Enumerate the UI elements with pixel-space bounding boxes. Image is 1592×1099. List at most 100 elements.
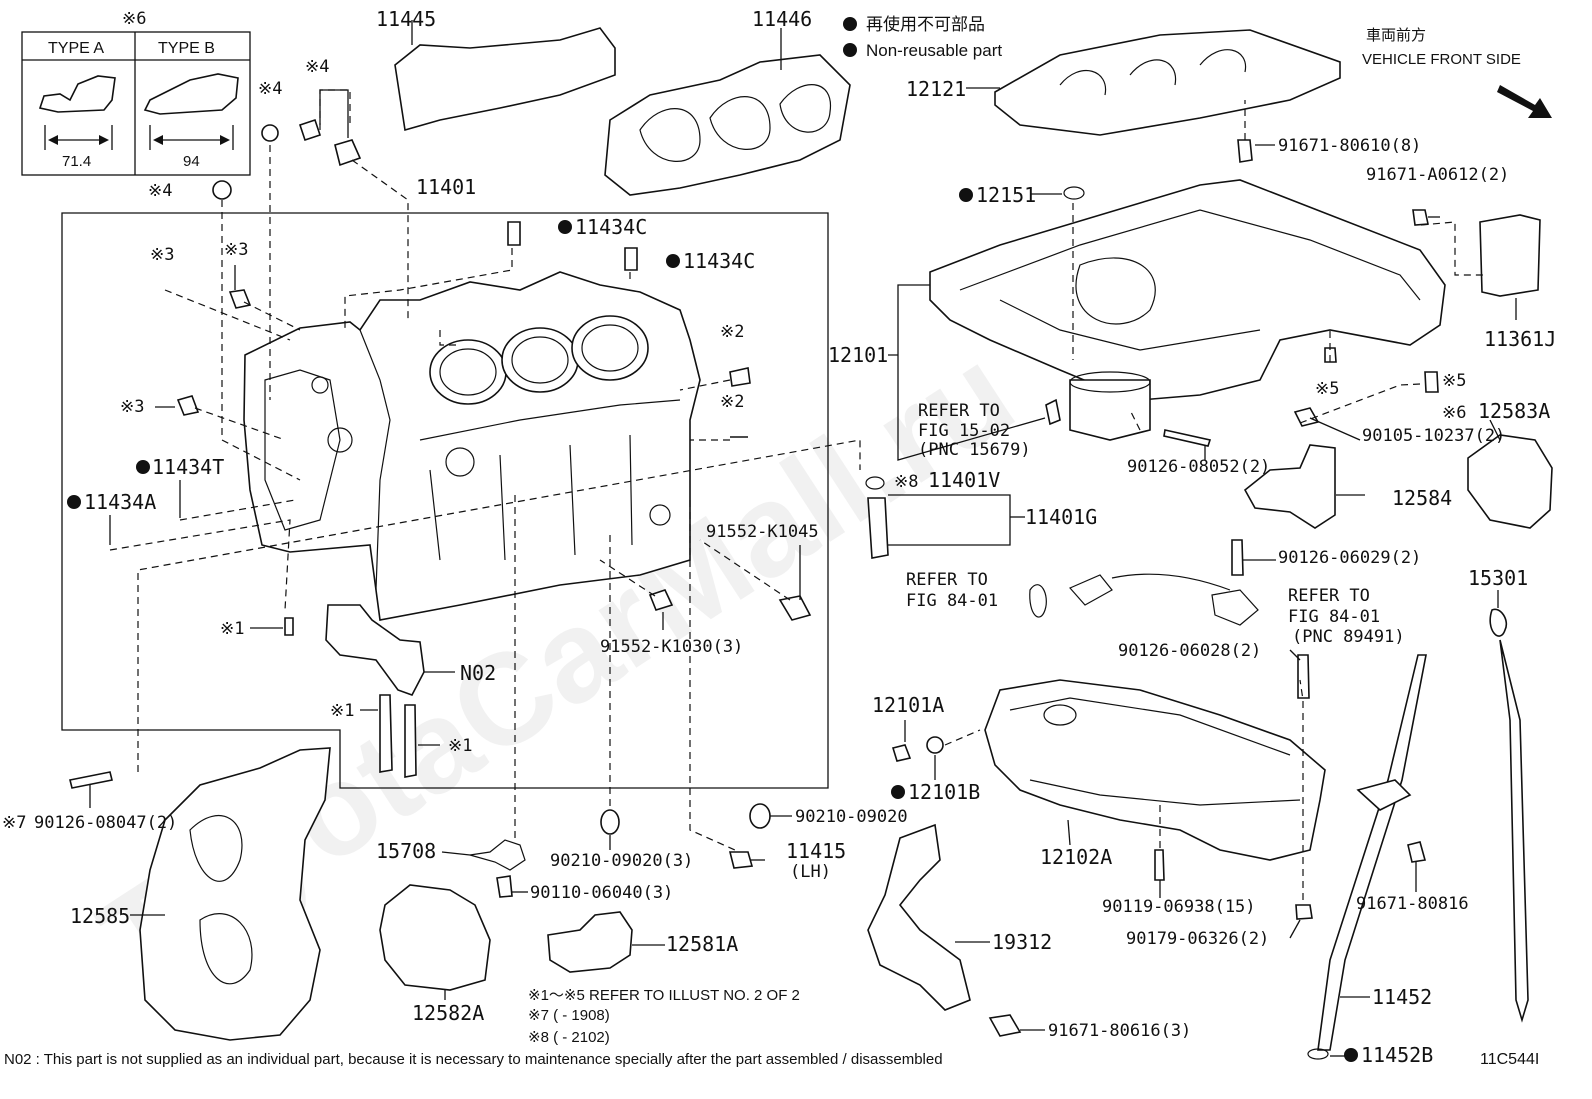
- label-19312: 19312: [992, 930, 1052, 954]
- refer-84-01-right-line1: REFER TO: [1288, 586, 1370, 606]
- label-90179-06326: 90179-06326(2): [1126, 929, 1269, 949]
- non-reusable-dot: [558, 220, 572, 234]
- label-90210-09020-b: 90210-09020(3): [550, 851, 693, 871]
- front-arrow-icon: [1497, 85, 1552, 118]
- front-indicator: 車両前方 VEHICLE FRONT SIDE: [1362, 27, 1552, 118]
- part-15708-oil-jet: [469, 839, 526, 871]
- non-reusable-dot: [136, 460, 150, 474]
- label-91671-80610: 91671-80610(8): [1278, 136, 1421, 156]
- part-11452-guide: [1317, 654, 1427, 1051]
- part-12581A: [547, 911, 633, 973]
- label-11434C-2: 11434C: [683, 249, 755, 273]
- mark-3-b: ※3: [224, 240, 248, 260]
- non-reusable-dot: [959, 188, 973, 202]
- reference-marks: ※4 ※4 ※4 ※3 ※3 ※3 ※2 ※2 ※1 ※1 ※1 ※5 ※5: [120, 57, 1466, 756]
- label-12583A: 12583A: [1478, 399, 1550, 423]
- label-11401V: 11401V: [928, 468, 1000, 492]
- refer-84-01-right-line3: (PNC 89491): [1292, 627, 1405, 647]
- part-12101-oil-pan-upper: [929, 179, 1446, 441]
- part-11401V: [867, 497, 889, 559]
- mark-4-c: ※4: [148, 181, 172, 201]
- type-a-label: TYPE A: [48, 40, 104, 57]
- part-11446-insulator: [604, 54, 851, 196]
- label-12151: 12151: [976, 183, 1036, 207]
- label-12581A: 12581A: [666, 932, 738, 956]
- label-11445: 11445: [376, 7, 436, 31]
- label-91671-80816: 91671-80816: [1356, 894, 1469, 914]
- notes: ※1～※5 REFER TO ILLUST NO. 2 OF 2 ※7 ( - …: [4, 987, 1539, 1068]
- type-selection-box: ※6 TYPE A TYPE B 71.4 94: [21, 9, 251, 176]
- part-12582A: [379, 884, 491, 991]
- refer-15-02-line1: REFER TO: [918, 401, 1000, 421]
- part-19312-plate: [867, 823, 971, 1011]
- mark-1-a: ※1: [220, 619, 244, 639]
- dim-b: 94: [183, 153, 200, 170]
- type-b-label: TYPE B: [158, 40, 215, 57]
- mark-4-a: ※4: [258, 79, 282, 99]
- legend: 再使用不可部品 Non-reusable part: [843, 14, 1002, 60]
- leader-lines: [89, 20, 1517, 1057]
- label-12582A: 12582A: [412, 1001, 484, 1025]
- label-91552-K1030: 91552-K1030(3): [600, 637, 743, 657]
- label-90105-10237: 90105-10237(2): [1362, 426, 1505, 446]
- label-90126-06028: 90126-06028(2): [1118, 641, 1261, 661]
- label-12102A: 12102A: [1040, 845, 1112, 869]
- legend-en: Non-reusable part: [866, 41, 1002, 60]
- figure-code: 11C544I: [1480, 1051, 1539, 1068]
- front-en: VEHICLE FRONT SIDE: [1362, 51, 1521, 68]
- label-11434A: 11434A: [84, 490, 156, 514]
- label-12584: 12584: [1392, 486, 1452, 510]
- dim-a: 71.4: [62, 153, 91, 170]
- cylinder-block: [243, 271, 701, 621]
- label-11401G: 11401G: [1025, 505, 1097, 529]
- mark-5-b: ※5: [1442, 371, 1466, 391]
- mark-5-a: ※5: [1315, 379, 1339, 399]
- part-labels: 11445 11446 12121 91671-80610(8) 91671-A…: [2, 7, 1556, 1067]
- non-reusable-dot: [891, 785, 905, 799]
- label-91671-80616: 91671-80616(3): [1048, 1021, 1191, 1041]
- label-15301: 15301: [1468, 566, 1528, 590]
- label-N02: N02: [460, 661, 496, 685]
- label-15708: 15708: [376, 839, 436, 863]
- mark-2-a: ※2: [720, 322, 744, 342]
- non-reusable-dot: [666, 254, 680, 268]
- mark-1-c: ※1: [448, 736, 472, 756]
- label-11415-lh: (LH): [790, 862, 831, 882]
- label-11452B: 11452B: [1361, 1043, 1433, 1067]
- bearing-cap-n02: [325, 604, 455, 696]
- refer-84-01-right-line2: FIG 84-01: [1288, 607, 1380, 627]
- part-12585-insulator: [139, 747, 331, 1041]
- refer-84-01-left-line2: FIG 84-01: [906, 591, 998, 611]
- label-12585: 12585: [70, 904, 130, 928]
- oil-sensor: [1069, 573, 1259, 626]
- part-12121-baffle: [994, 29, 1341, 136]
- legend-jp: 再使用不可部品: [866, 14, 985, 34]
- label-91552-K1045: 91552-K1045: [706, 522, 819, 542]
- label-11434C-1: 11434C: [575, 215, 647, 239]
- refer-15-02-line2: FIG 15-02: [918, 421, 1010, 441]
- block-group-frame: [61, 212, 829, 789]
- part-12583A: [1467, 434, 1553, 529]
- type-box-mark: ※6: [122, 9, 146, 29]
- note-refer: ※1～※5 REFER TO ILLUST NO. 2 OF 2: [528, 987, 800, 1004]
- label-90126-06029: 90126-06029(2): [1278, 548, 1421, 568]
- label-12121: 12121: [906, 77, 966, 101]
- label-90110-06040: 90110-06040(3): [530, 883, 673, 903]
- label-90126-08052: 90126-08052(2): [1127, 457, 1270, 477]
- mark-7: ※7: [2, 813, 26, 833]
- label-11361J: 11361J: [1484, 327, 1556, 351]
- fasteners: [69, 118, 1439, 1060]
- mark-2-b: ※2: [720, 392, 744, 412]
- mark-1-b: ※1: [330, 701, 354, 721]
- note-7: ※7 ( - 1908): [528, 1007, 610, 1024]
- refer-84-01-left-line1: REFER TO: [906, 570, 988, 590]
- part-12102A-oil-pan: [984, 679, 1326, 861]
- label-11452: 11452: [1372, 985, 1432, 1009]
- label-90126-08047: 90126-08047(2): [34, 813, 177, 833]
- part-12584: [1243, 444, 1336, 529]
- mark-6-12583A: ※6: [1442, 403, 1466, 423]
- label-12101A: 12101A: [872, 693, 944, 717]
- label-11434T: 11434T: [152, 455, 224, 479]
- mark-4-b: ※4: [305, 57, 329, 77]
- front-jp: 車両前方: [1366, 27, 1426, 44]
